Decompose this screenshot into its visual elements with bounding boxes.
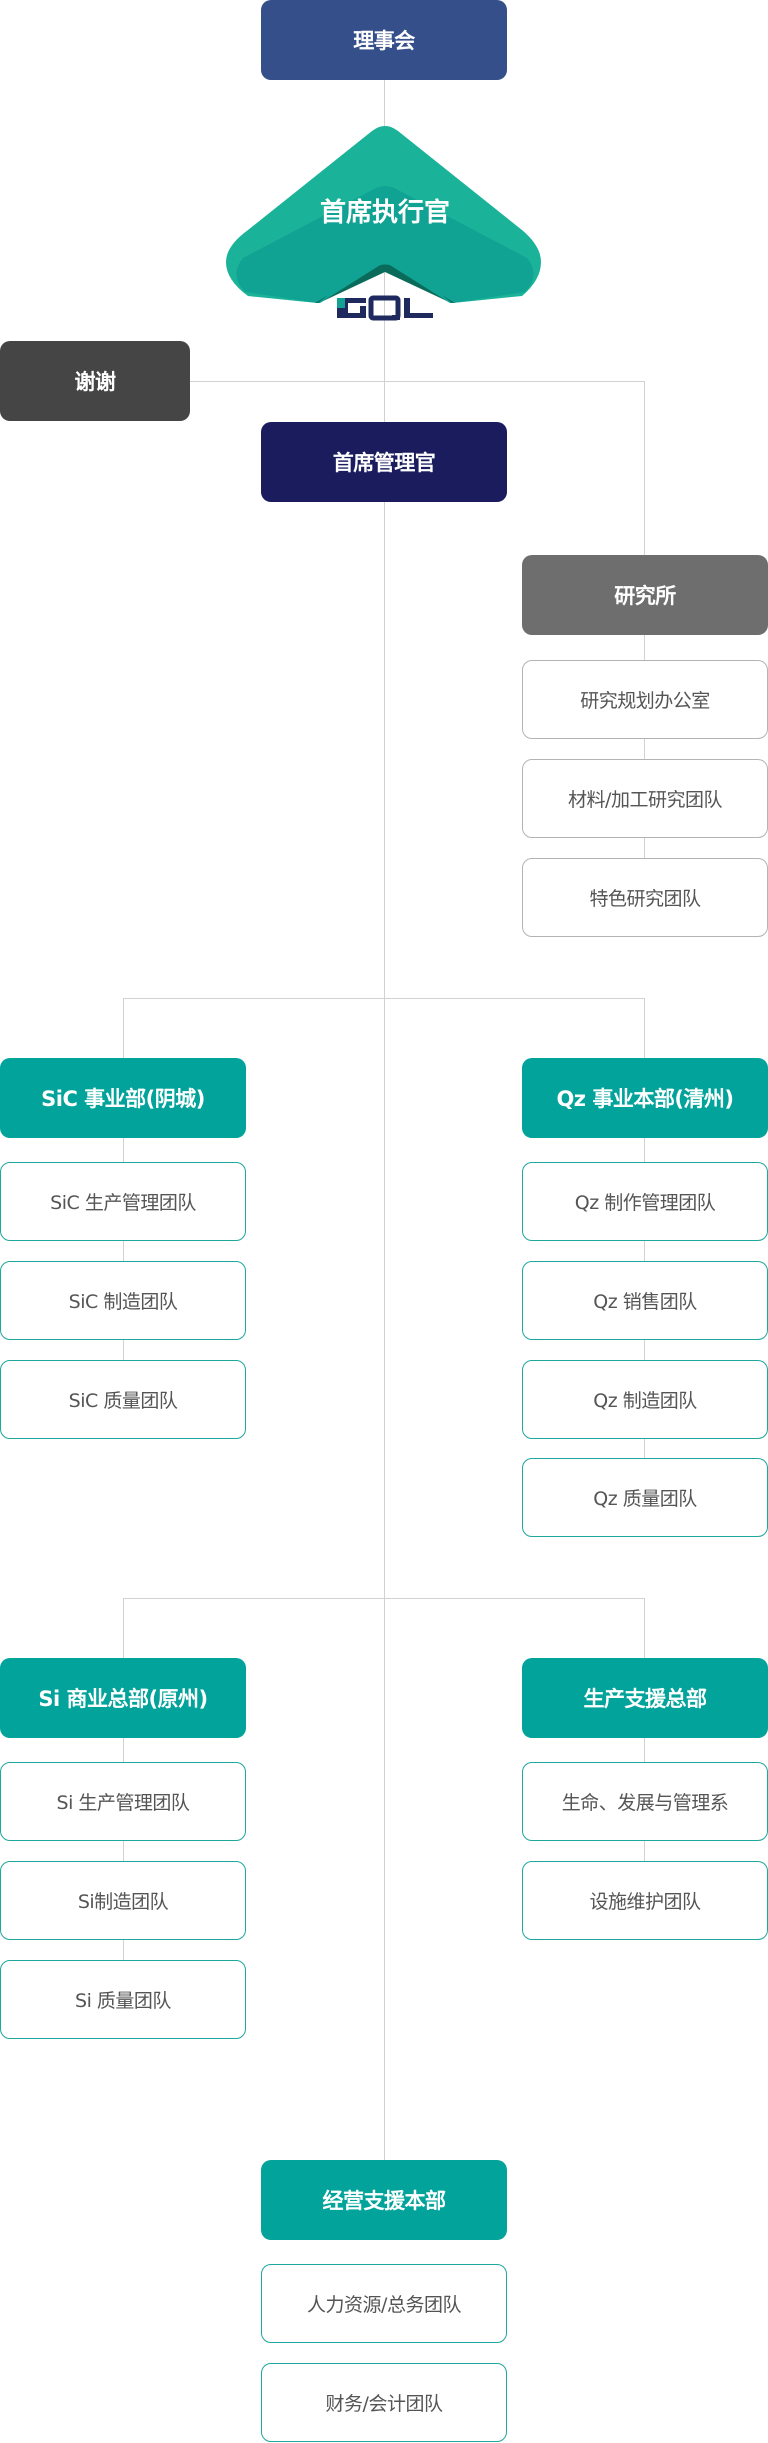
team-label: 财务/会计团队 [325, 2393, 443, 2415]
branch-line-1 [123, 998, 645, 999]
team-label: Qz 制作管理团队 [574, 1192, 716, 1214]
research-node[interactable]: 研究所 [522, 555, 768, 635]
management-support-node[interactable]: 经营支援本部 [261, 2160, 507, 2240]
ceo-shape [226, 126, 541, 321]
division-label: Qz 事业本部(清州) [556, 1087, 734, 1111]
division-label: SiC 事业部(阴城) [41, 1087, 205, 1111]
production-support-team[interactable]: 设施维护团队 [522, 1861, 768, 1940]
research-team[interactable]: 特色研究团队 [522, 858, 768, 937]
board-node[interactable]: 理事会 [261, 0, 507, 80]
qz-team[interactable]: Qz 制作管理团队 [522, 1162, 768, 1241]
cao-label: 首席管理官 [332, 451, 436, 475]
si-division-node[interactable]: Si 商业总部(原州) [0, 1658, 246, 1738]
division-label: Si 商业总部(原州) [38, 1687, 208, 1711]
sic-team[interactable]: SiC 制造团队 [0, 1261, 246, 1340]
advisor-label: 谢谢 [74, 370, 117, 394]
team-label: SiC 生产管理团队 [50, 1192, 196, 1214]
sic-division-node[interactable]: SiC 事业部(阴城) [0, 1058, 246, 1138]
si-team[interactable]: Si 生产管理团队 [0, 1762, 246, 1841]
team-label: 生命、发展与管理系 [561, 1792, 729, 1814]
qz-division-node[interactable]: Qz 事业本部(清州) [522, 1058, 768, 1138]
management-support-team[interactable]: 人力资源/总务团队 [261, 2264, 507, 2343]
ceo-node[interactable]: 首席执行官 [220, 120, 550, 325]
team-label: Si 生产管理团队 [56, 1792, 190, 1814]
team-label: 材料/加工研究团队 [568, 789, 722, 811]
board-label: 理事会 [353, 29, 415, 53]
qz-team[interactable]: Qz 销售团队 [522, 1261, 768, 1340]
team-label: Qz 制造团队 [593, 1390, 697, 1412]
research-team[interactable]: 研究规划办公室 [522, 660, 768, 739]
sic-team[interactable]: SiC 生产管理团队 [0, 1162, 246, 1241]
ceo-label: 首席执行官 [319, 198, 450, 228]
si-team[interactable]: Si 质量团队 [0, 1960, 246, 2039]
division-label: 生产支援总部 [583, 1687, 708, 1711]
cao-node[interactable]: 首席管理官 [261, 422, 507, 502]
support-drop-line [644, 1598, 645, 1898]
team-label: Si制造团队 [77, 1891, 169, 1913]
team-label: 特色研究团队 [589, 888, 701, 910]
research-label: 研究所 [614, 584, 676, 608]
qz-drop-line [644, 998, 645, 1498]
management-support-team[interactable]: 财务/会计团队 [261, 2363, 507, 2442]
team-label: 研究规划办公室 [580, 690, 710, 712]
qz-team[interactable]: Qz 制造团队 [522, 1360, 768, 1439]
division-label: 经营支援本部 [322, 2189, 447, 2213]
team-label: SiC 质量团队 [68, 1390, 178, 1412]
research-drop-line [644, 381, 645, 901]
research-team[interactable]: 材料/加工研究团队 [522, 759, 768, 838]
team-label: 人力资源/总务团队 [307, 2294, 461, 2316]
advisor-node[interactable]: 谢谢 [0, 341, 190, 421]
advisor-branch-line [190, 381, 645, 382]
team-label: Qz 销售团队 [593, 1291, 697, 1313]
production-support-team[interactable]: 生命、发展与管理系 [522, 1762, 768, 1841]
team-label: Qz 质量团队 [593, 1488, 697, 1510]
qz-team[interactable]: Qz 质量团队 [522, 1458, 768, 1537]
team-label: Si 质量团队 [75, 1990, 171, 2012]
main-spine-line [384, 80, 385, 2160]
production-support-node[interactable]: 生产支援总部 [522, 1658, 768, 1738]
team-label: 设施维护团队 [589, 1891, 701, 1913]
sic-team[interactable]: SiC 质量团队 [0, 1360, 246, 1439]
branch-line-2 [123, 1598, 645, 1599]
team-label: SiC 制造团队 [68, 1291, 178, 1313]
si-team[interactable]: Si制造团队 [0, 1861, 246, 1940]
